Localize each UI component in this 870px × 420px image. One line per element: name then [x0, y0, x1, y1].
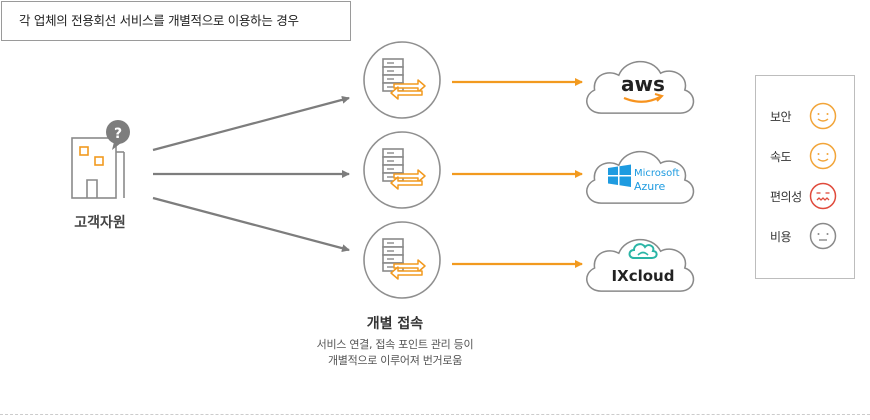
ixcloud-cloud: IXcloud — [586, 238, 695, 292]
smile-face-icon — [809, 142, 837, 170]
arrow-to-node-3 — [152, 196, 350, 253]
center-description: 서비스 연결, 접속 포인트 관리 등이 개별적으로 이루어져 번거로움 — [280, 337, 510, 369]
azure-brand-line2: Azure — [634, 180, 666, 193]
legend-row-convenience: 편의성 — [756, 181, 854, 211]
smile-face-icon — [809, 102, 837, 130]
aws-smile-icon — [623, 96, 661, 103]
customer-building-icon — [71, 120, 130, 199]
question-badge-icon: ? — [114, 126, 122, 142]
legend-label: 보안 — [770, 110, 792, 124]
aws-cloud: aws — [586, 60, 695, 114]
arrow-to-node-1 — [152, 95, 350, 152]
connection-node-3 — [363, 221, 441, 299]
azure-brand-line1: Microsoft — [634, 168, 680, 179]
center-desc-line2: 개별적으로 이루어져 번거로움 — [327, 354, 463, 367]
ixcloud-logo-icon — [628, 243, 658, 259]
azure-cloud: Microsoft Azure — [586, 150, 695, 204]
connection-node-2 — [363, 131, 441, 209]
connection-node-1 — [363, 41, 441, 119]
bottom-divider — [0, 414, 870, 415]
scenario-title: 각 업체의 전용회선 서비스를 개별적으로 이용하는 경우 — [1, 1, 351, 41]
upset-face-icon — [809, 182, 837, 210]
center-desc-line1: 서비스 연결, 접속 포인트 관리 등이 — [316, 338, 474, 351]
legend-label: 비용 — [770, 230, 792, 244]
legend-label: 속도 — [770, 150, 792, 164]
legend-label: 편의성 — [770, 190, 802, 204]
legend-row-security: 보안 — [756, 101, 854, 131]
neutral-face-icon — [809, 222, 837, 250]
evaluation-legend: 보안 속도 편의성 비용 — [755, 75, 855, 279]
legend-row-speed: 속도 — [756, 141, 854, 171]
customer-label: 고객자원 — [74, 215, 126, 231]
ixcloud-logo-text: IXcloud — [612, 267, 675, 285]
windows-logo-icon — [608, 164, 631, 187]
legend-row-cost: 비용 — [756, 221, 854, 251]
center-title: 개별 접속 — [366, 316, 424, 332]
aws-logo-text: aws — [621, 72, 665, 96]
